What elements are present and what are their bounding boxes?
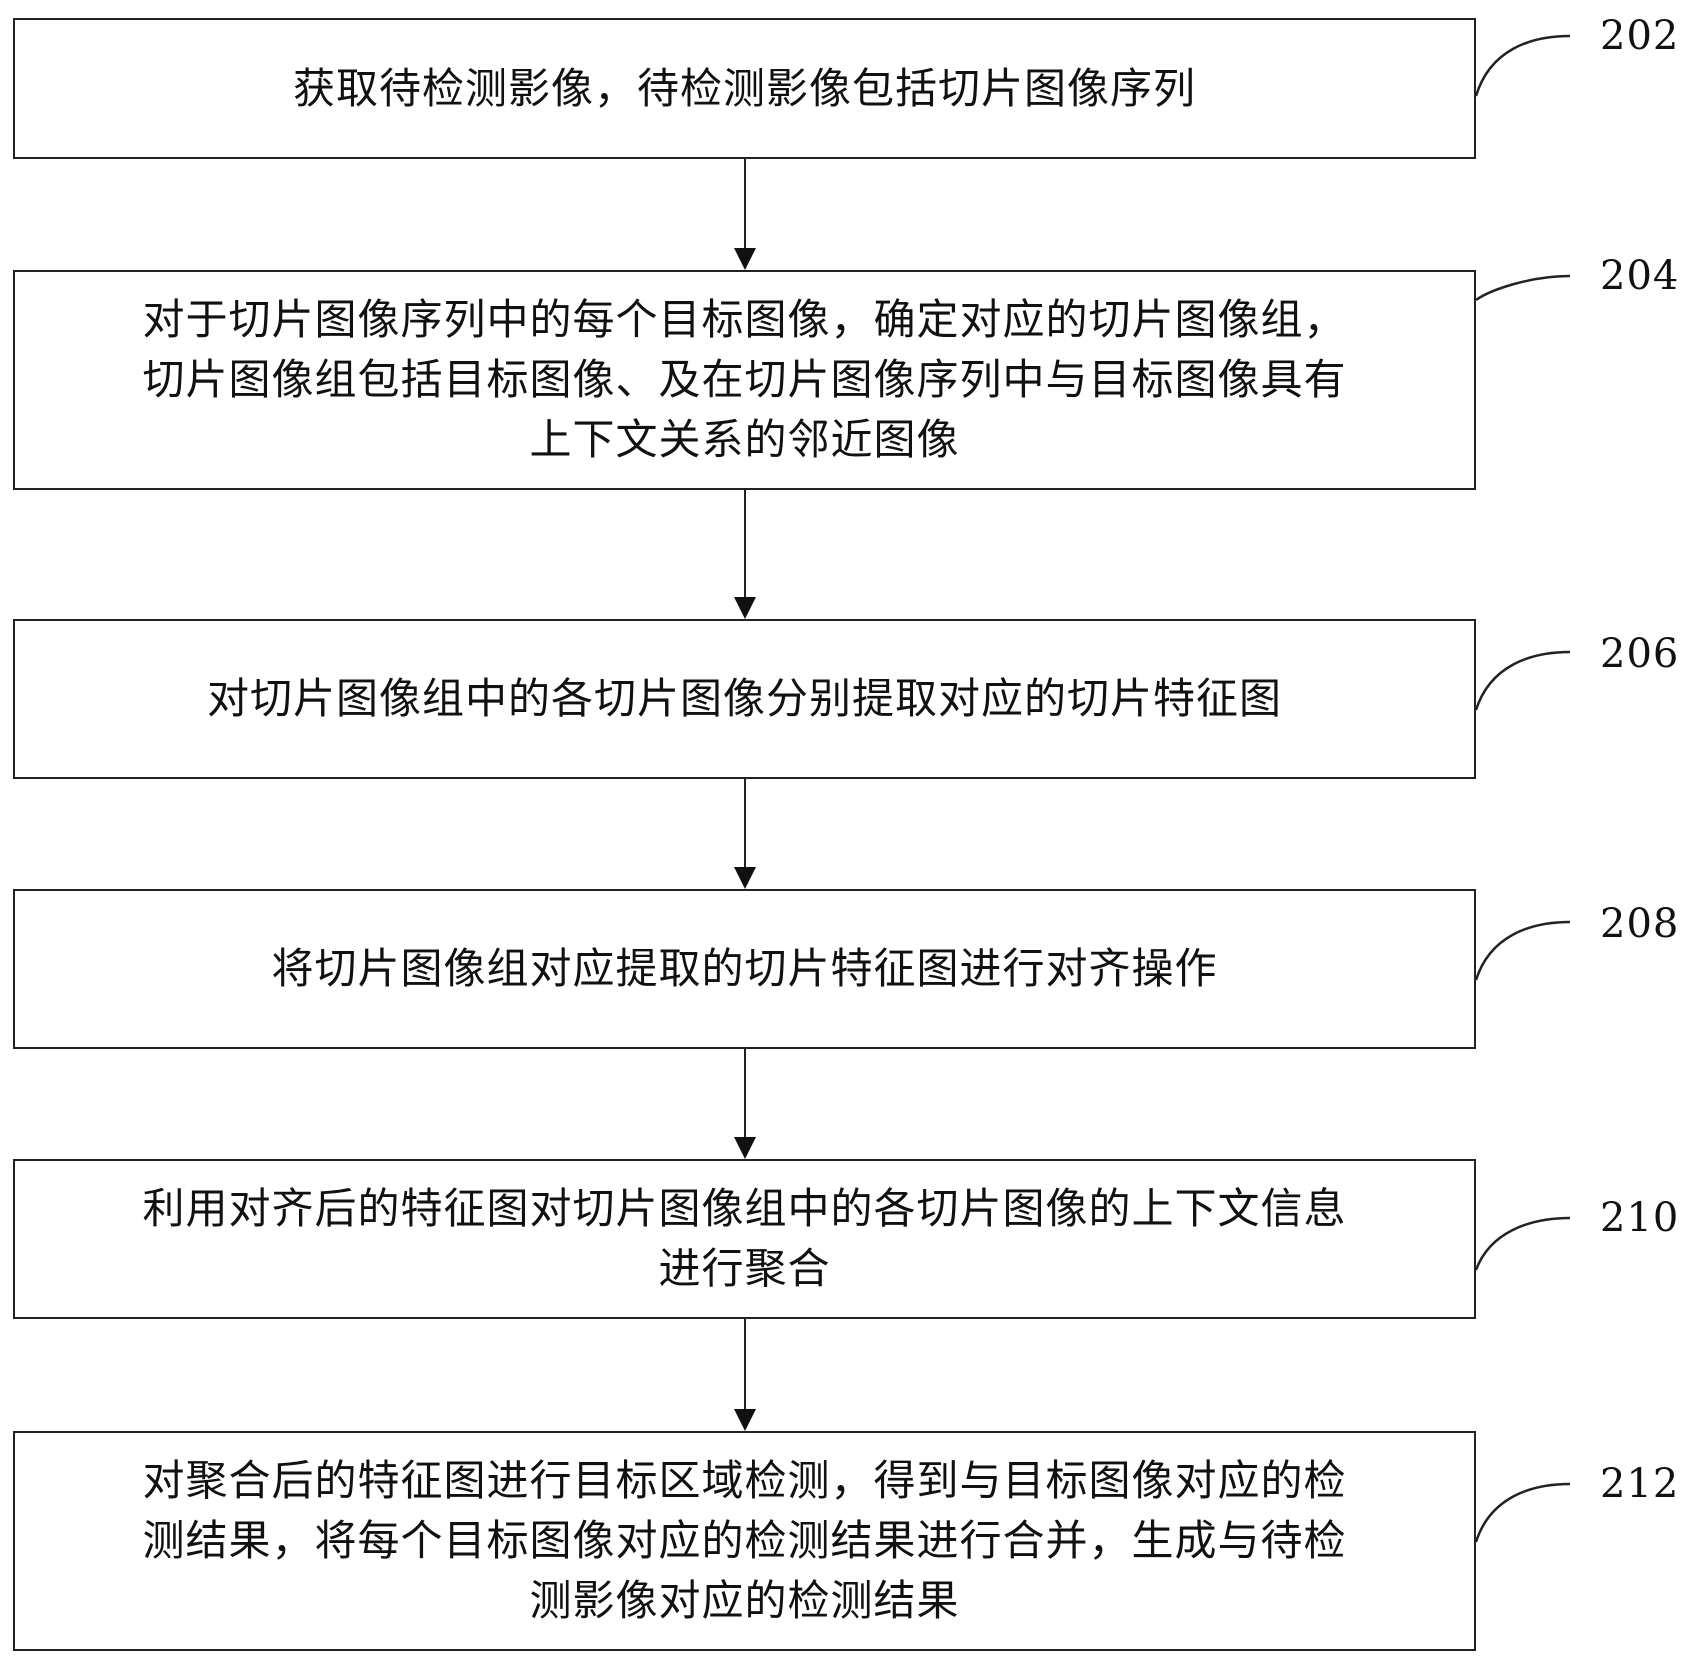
step-label-210: 210 bbox=[1600, 1195, 1680, 1241]
arrow-210-212-head bbox=[734, 1409, 756, 1431]
step-box-212: 对聚合后的特征图进行目标区域检测，得到与目标图像对应的检 测结果，将每个目标图像… bbox=[13, 1431, 1476, 1651]
step-text-202: 获取待检测影像，待检测影像包括切片图像序列 bbox=[292, 63, 1196, 113]
arrow-204-206-head bbox=[734, 597, 756, 619]
leader-curve-206 bbox=[1474, 650, 1571, 711]
step-label-212: 212 bbox=[1600, 1461, 1680, 1507]
leader-curve-204 bbox=[1475, 274, 1571, 302]
arrow-206-208-head bbox=[734, 867, 756, 889]
arrow-202-204-head bbox=[734, 248, 756, 270]
step-text-210: 利用对齐后的特征图对切片图像组中的各切片图像的上下文信息 进行聚合 bbox=[142, 1184, 1347, 1293]
arrow-208-210-head bbox=[734, 1137, 756, 1159]
step-label-208: 208 bbox=[1600, 901, 1680, 947]
step-box-202: 获取待检测影像，待检测影像包括切片图像序列 bbox=[13, 18, 1476, 159]
step-label-202: 202 bbox=[1600, 13, 1680, 59]
step-text-212: 对聚合后的特征图进行目标区域检测，得到与目标图像对应的检 测结果，将每个目标图像… bbox=[142, 1456, 1347, 1625]
step-text-204: 对于切片图像序列中的每个目标图像，确定对应的切片图像组， 切片图像组包括目标图像… bbox=[142, 295, 1347, 464]
step-box-206: 对切片图像组中的各切片图像分别提取对应的切片特征图 bbox=[13, 619, 1476, 779]
step-text-206: 对切片图像组中的各切片图像分别提取对应的切片特征图 bbox=[206, 674, 1282, 723]
leader-curve-212 bbox=[1474, 1482, 1571, 1543]
leader-curve-210 bbox=[1474, 1216, 1571, 1271]
step-box-210: 利用对齐后的特征图对切片图像组中的各切片图像的上下文信息 进行聚合 bbox=[13, 1159, 1476, 1319]
step-box-204: 对于切片图像序列中的每个目标图像，确定对应的切片图像组， 切片图像组包括目标图像… bbox=[13, 270, 1476, 490]
step-label-206: 206 bbox=[1600, 631, 1680, 677]
leader-curve-208 bbox=[1474, 920, 1571, 981]
step-label-204: 204 bbox=[1600, 253, 1680, 299]
step-text-208: 将切片图像组对应提取的切片特征图进行对齐操作 bbox=[271, 944, 1218, 993]
step-box-208: 将切片图像组对应提取的切片特征图进行对齐操作 bbox=[13, 889, 1476, 1049]
leader-curve-202 bbox=[1474, 34, 1571, 97]
